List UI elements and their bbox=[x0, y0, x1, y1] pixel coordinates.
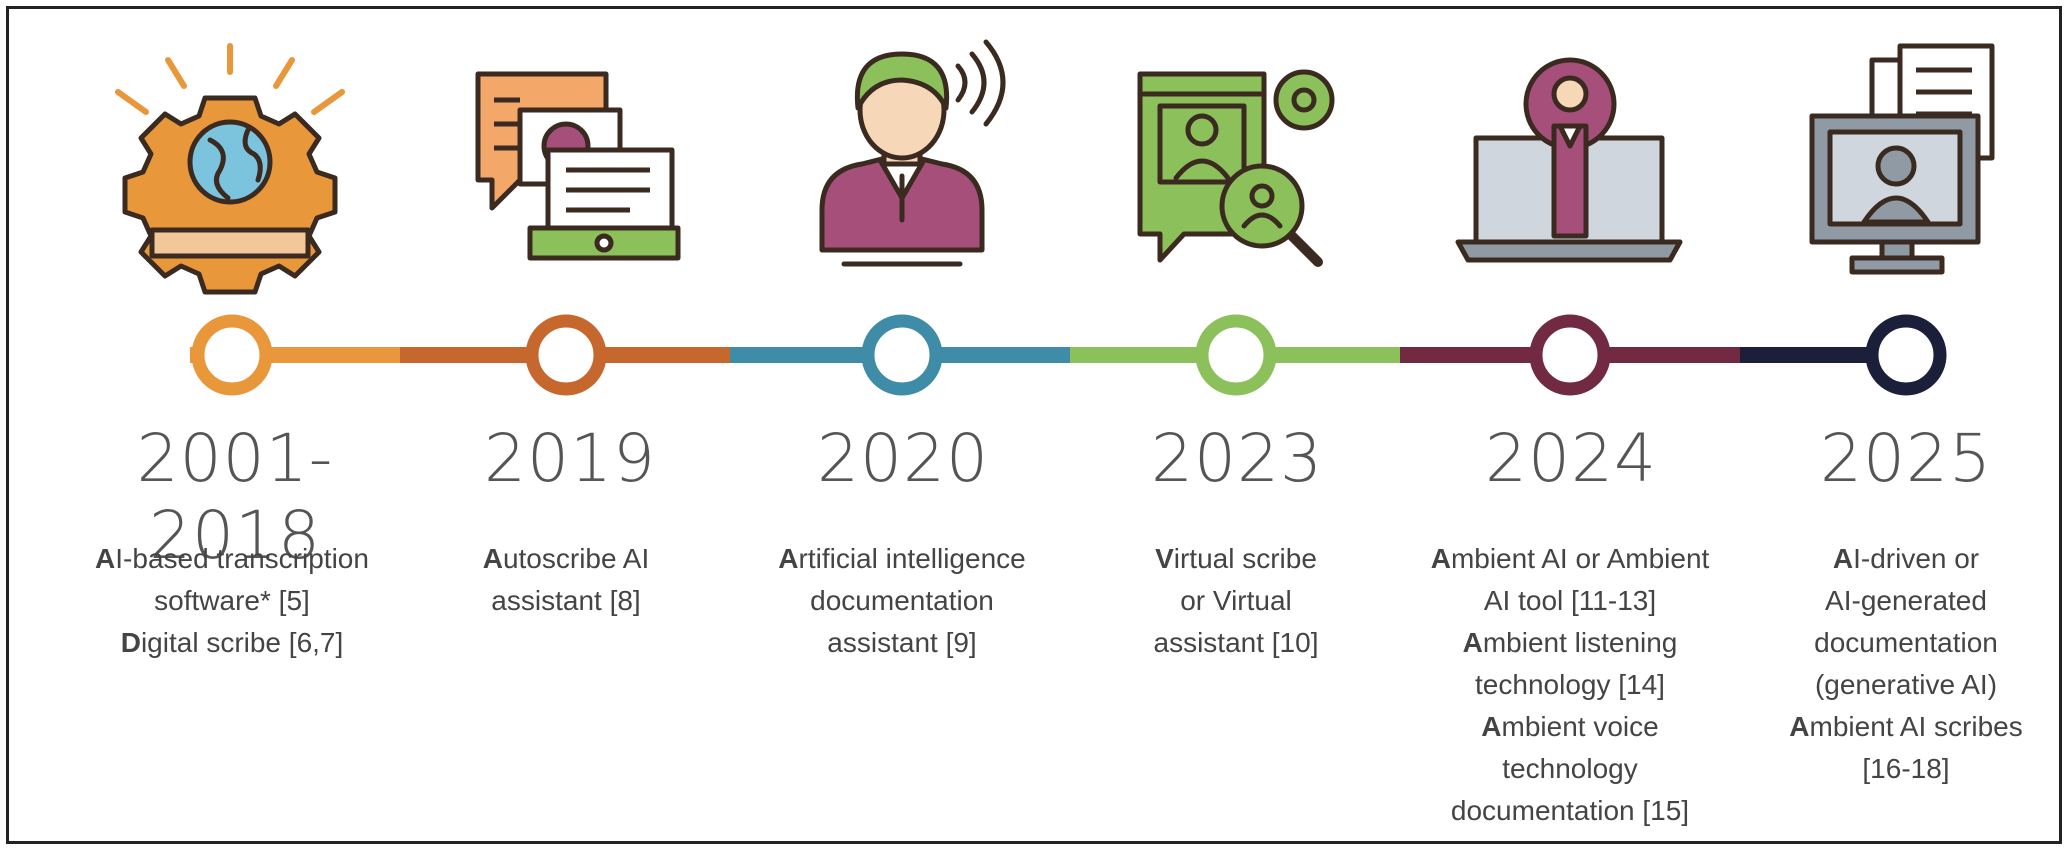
node-2020 bbox=[861, 314, 943, 396]
timeline-line bbox=[190, 347, 1915, 363]
milestone-description: Virtual scribe or Virtual assistant [10] bbox=[1153, 543, 1319, 658]
node-2023 bbox=[1195, 314, 1277, 396]
year-label: 2024 bbox=[1485, 420, 1657, 497]
milestone-description: Autoscribe AI assistant [8] bbox=[482, 543, 650, 616]
node-2019 bbox=[525, 314, 607, 396]
gear-globe-icon bbox=[115, 43, 345, 295]
milestone-description: Ambient AI or Ambient AI tool [11-13] Am… bbox=[1430, 543, 1710, 826]
milestone-description: AI-based transcription software* [5] Dig… bbox=[95, 543, 369, 658]
year-label: 2023 bbox=[1151, 420, 1323, 497]
milestone-description: AI-driven or AI-generated documentation … bbox=[1789, 543, 2023, 784]
node-2024 bbox=[1529, 314, 1611, 396]
milestone-description: Artificial intelligence documentation as… bbox=[778, 543, 1026, 658]
monitor-documents-icon bbox=[1809, 43, 1995, 275]
node-2001-2018 bbox=[191, 314, 273, 396]
chat-screen-icon bbox=[475, 71, 681, 261]
year-label: 2020 bbox=[817, 420, 989, 497]
timeline-frame bbox=[6, 6, 2062, 844]
laptop-person-icon bbox=[1455, 57, 1683, 263]
year-label: 2001-2018 bbox=[136, 420, 334, 574]
node-2025 bbox=[1865, 314, 1947, 396]
year-label: 2025 bbox=[1820, 420, 1992, 497]
speaking-person-icon bbox=[819, 39, 1006, 267]
virtual-assistant-search-icon bbox=[1137, 69, 1335, 267]
year-label: 2019 bbox=[484, 420, 656, 497]
